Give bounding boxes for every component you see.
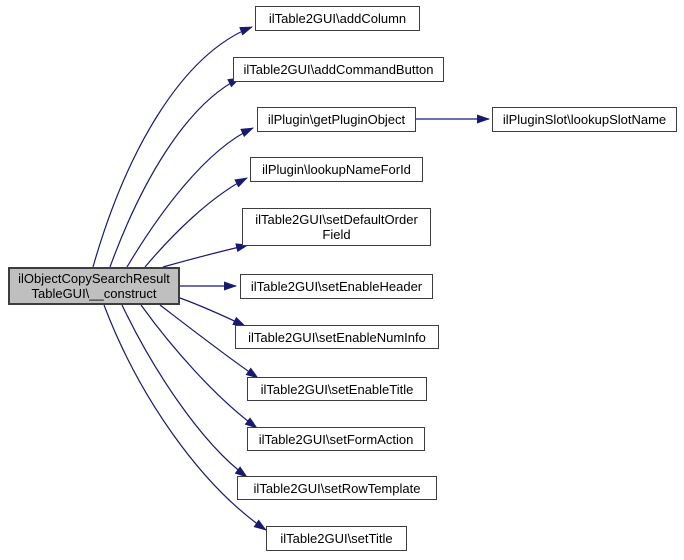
edge-root-setenabletitle (159, 304, 259, 379)
node-label-line: TableGUI\__construct (31, 286, 157, 301)
node-label-line: Field (322, 227, 351, 242)
node-label: ilTable2GUI\setRowTemplate (253, 480, 421, 496)
edge-root-setformaction (140, 304, 258, 429)
node-label: ilTable2GUI\setEnableTitle (260, 381, 414, 397)
node-iltable2gui-setrowtemplate[interactable]: ilTable2GUI\setRowTemplate (237, 476, 437, 500)
node-ilplugin-lookupnameforid[interactable]: ilPlugin\lookupNameForId (250, 157, 423, 182)
node-label: ilTable2GUI\setEnableNumInfo (248, 329, 426, 345)
node-ilpluginslot-lookupslotname[interactable]: ilPluginSlot\lookupSlotName (492, 107, 677, 132)
node-iltable2gui-addcolumn[interactable]: ilTable2GUI\addColumn (255, 6, 420, 31)
node-label: ilTable2GUI\setEnableHeader (250, 279, 423, 294)
node-iltable2gui-setformaction[interactable]: ilTable2GUI\setFormAction (247, 427, 425, 451)
node-label: ilPluginSlot\lookupSlotName (502, 112, 667, 127)
edge-root-getpluginobject (126, 127, 254, 268)
edge-root-lookupnameforid (144, 177, 248, 268)
edge-root-setrowtemplate (121, 304, 248, 478)
node-label-line: ilTable2GUI\setDefaultOrder (255, 212, 418, 227)
node-ilplugin-getpluginobject[interactable]: ilPlugin\getPluginObject (257, 107, 416, 132)
node-iltable2gui-setenabletitle[interactable]: ilTable2GUI\setEnableTitle (247, 377, 427, 401)
edge-root-addcommandbutton (109, 77, 241, 268)
edge-root-setdefaultorderfield (162, 243, 249, 268)
node-iltable2gui-addcommandbutton[interactable]: ilTable2GUI\addCommandButton (233, 57, 444, 82)
edge-root-setenablenuminfo (179, 297, 246, 327)
edge-root-addcolumn (92, 26, 253, 268)
node-label: ilTable2GUI\addCommandButton (243, 62, 434, 77)
node-label: ilTable2GUI\setFormAction (258, 431, 414, 447)
node-label: ilTable2GUI\setTitle (280, 531, 393, 546)
node-label: ilPlugin\lookupNameForId (262, 162, 411, 177)
node-ilobjectcopysearchresulttablegui-construct[interactable]: ilObjectCopySearchResult TableGUI\__cons… (8, 267, 180, 305)
node-iltable2gui-setenablenuminfo[interactable]: ilTable2GUI\setEnableNumInfo (235, 325, 439, 349)
node-label-line: ilObjectCopySearchResult (18, 271, 170, 286)
node-iltable2gui-setdefaultorderfield[interactable]: ilTable2GUI\setDefaultOrder Field (242, 208, 431, 246)
node-iltable2gui-setenableheader[interactable]: ilTable2GUI\setEnableHeader (240, 274, 433, 299)
node-label: ilPlugin\getPluginObject (267, 112, 406, 127)
edge-root-settitle (103, 304, 267, 531)
node-label: ilTable2GUI\addColumn (268, 11, 407, 26)
node-iltable2gui-settitle[interactable]: ilTable2GUI\setTitle (266, 526, 407, 551)
